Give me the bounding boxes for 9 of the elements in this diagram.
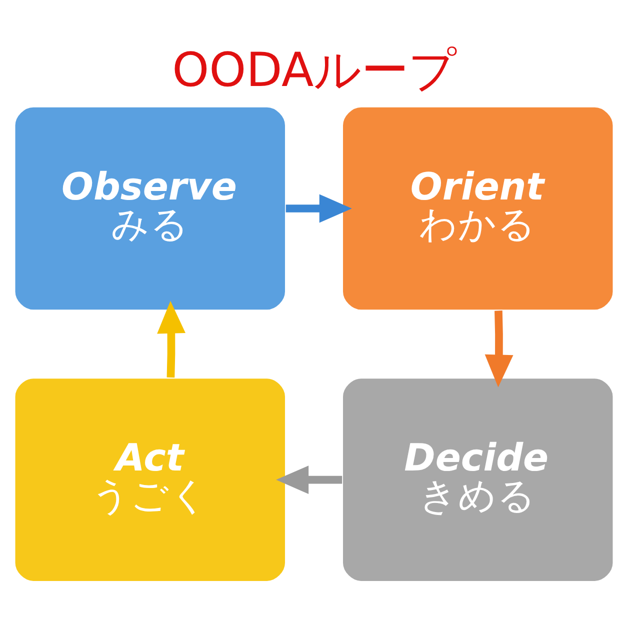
- arrow: [276, 465, 342, 494]
- node-box: Observe みる: [14, 105, 287, 311]
- node-box: Decide きめる: [341, 376, 614, 582]
- arrow: [484, 310, 514, 387]
- node-box: Orient わかる: [341, 105, 614, 311]
- arrow: [157, 300, 186, 378]
- diagram-title: OODAループ: [172, 42, 457, 98]
- arrow: [286, 194, 352, 222]
- node-box: Act うごく: [14, 376, 287, 582]
